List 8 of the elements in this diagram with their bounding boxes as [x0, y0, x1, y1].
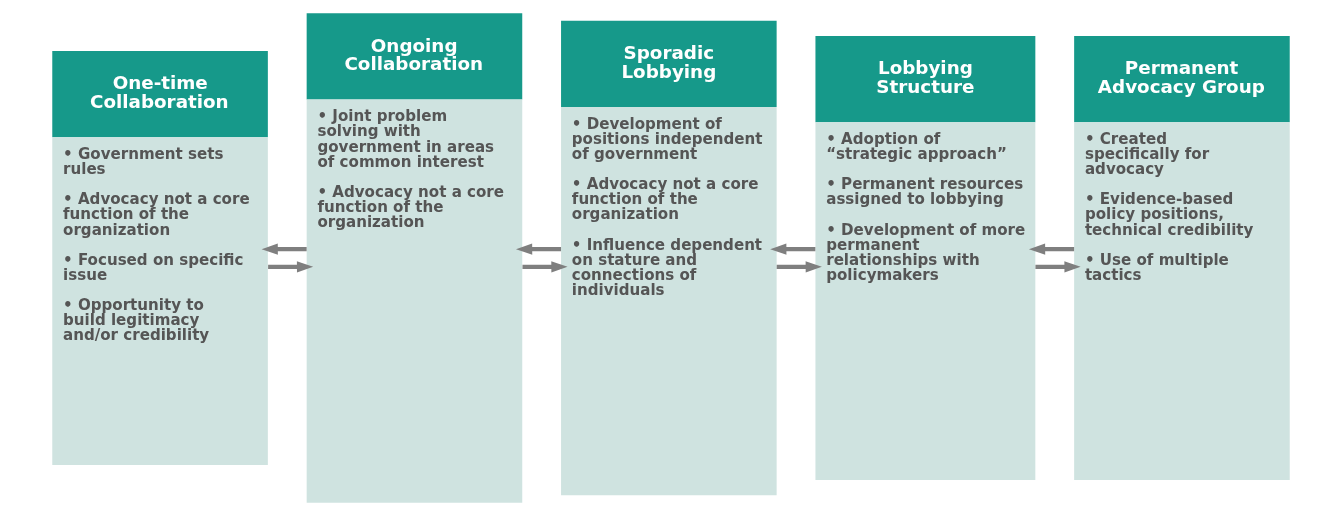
arrow — [776, 260, 822, 273]
arrow — [522, 260, 568, 273]
arrow — [1028, 242, 1074, 255]
arrow — [515, 242, 561, 255]
arrow — [1034, 260, 1081, 273]
arrow — [267, 260, 313, 273]
arrow — [261, 242, 307, 255]
arrow — [769, 242, 815, 255]
